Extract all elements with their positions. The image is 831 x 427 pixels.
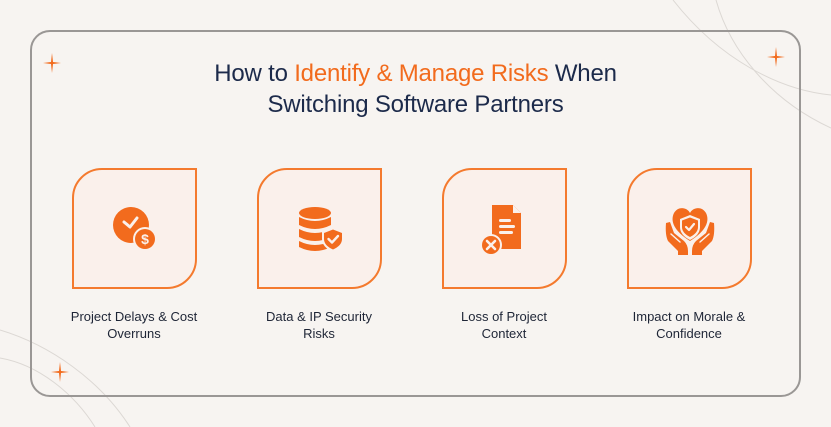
risk-card-data-security (257, 168, 382, 289)
risk-card-project-delays: $ (72, 168, 197, 289)
title-line-1: How to Identify & Manage Risks When (0, 58, 831, 89)
svg-text:$: $ (141, 231, 149, 247)
sparkle-icon (767, 47, 785, 67)
title-highlight: Identify & Manage Risks (294, 60, 549, 87)
risk-label-project-delays: Project Delays & Cost Overruns (70, 309, 198, 341)
heart-hands-shield-icon (665, 207, 714, 255)
clock-dollar-icon: $ (112, 206, 157, 251)
sparkle-icon (51, 362, 69, 382)
database-shield-icon (298, 206, 344, 252)
sparkle-icon (43, 53, 61, 73)
risk-label-project-context: Loss of Project Context (461, 309, 547, 341)
risk-card-project-context (442, 168, 567, 289)
title-suffix: When (548, 60, 617, 87)
content-frame (30, 30, 801, 397)
document-x-icon (479, 204, 521, 256)
title-prefix: How to (214, 60, 295, 87)
risk-label-morale: Impact on Morale & Confidence (632, 309, 746, 341)
risk-label-data-security: Data & IP Security Risks (266, 309, 372, 341)
title-line-2: Switching Software Partners (267, 91, 564, 118)
page-title: How to Identify & Manage Risks When Swit… (0, 58, 831, 120)
risk-card-morale (627, 168, 752, 289)
